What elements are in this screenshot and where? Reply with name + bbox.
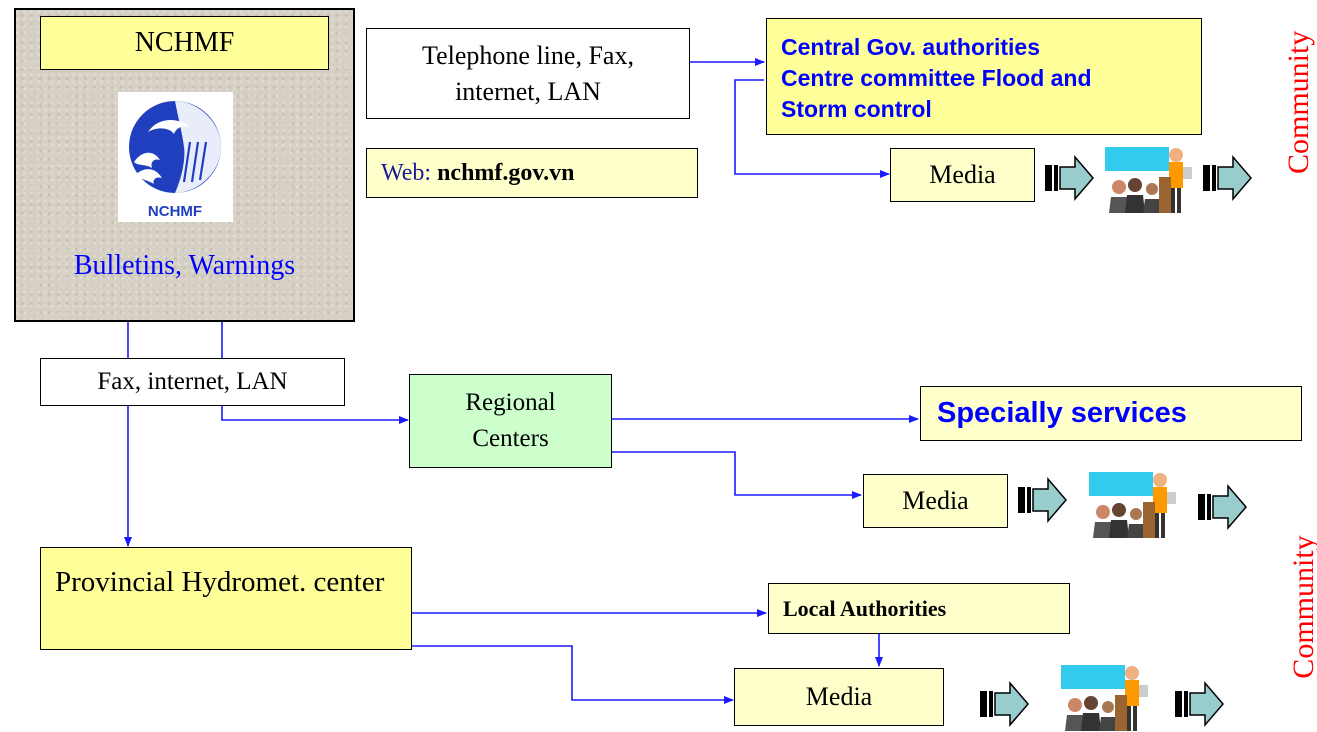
nchmf-logo-text: NCHMF: [148, 203, 202, 220]
web-url: nchmf.gov.vn: [437, 159, 575, 186]
nchmf-logo-icon: NCHMF: [129, 101, 221, 220]
arrow-icon-middle-2: [1197, 485, 1247, 529]
central-line-3: Storm control: [781, 96, 932, 122]
central-line-1: Central Gov. authorities: [781, 34, 1041, 60]
wire-nchmf-regional: [221, 322, 408, 420]
specially-services-box: Specially services: [920, 386, 1302, 441]
arrow-icon-top-1: [1044, 156, 1094, 200]
web-box: Web: nchmf.gov.vn: [366, 148, 698, 198]
middle-media-box: Media: [863, 474, 1008, 528]
provincial-box: Provincial Hydromet. center: [40, 547, 412, 650]
audience-icon-bottom: [1061, 665, 1148, 731]
wire-provincial-media: [412, 645, 734, 704]
wire-central-media: [734, 79, 890, 178]
nchmf-subtitle: Bulletins, Warnings: [73, 250, 296, 281]
local-authorities-box: Local Authorities: [768, 583, 1070, 634]
central-gov-box: Central Gov. authorities Centre committe…: [766, 18, 1202, 135]
middle-channel-box: Fax, internet, LAN: [40, 358, 345, 406]
nchmf-logo: NCHMF: [118, 92, 233, 222]
central-line-2: Centre committee Flood and: [781, 65, 1092, 91]
arrow-icon-top-2: [1202, 156, 1252, 200]
top-media-box: Media: [890, 148, 1035, 202]
web-label: Web:: [381, 159, 432, 186]
audience-icon-middle: [1089, 472, 1176, 538]
top-channel-box: Telephone line, Fax, internet, LAN: [366, 28, 690, 119]
arrow-icon-bottom-2: [1174, 682, 1224, 726]
arrow-icon-middle-1: [1017, 478, 1067, 522]
arrow-icon-bottom-1: [979, 682, 1029, 726]
bottom-media-box: Media: [734, 668, 944, 726]
wire-regional-media: [612, 451, 862, 499]
audience-icon-top: [1105, 147, 1192, 213]
regional-centers-box: Regional Centers: [409, 374, 612, 468]
nchmf-title: NCHMF: [40, 16, 329, 70]
